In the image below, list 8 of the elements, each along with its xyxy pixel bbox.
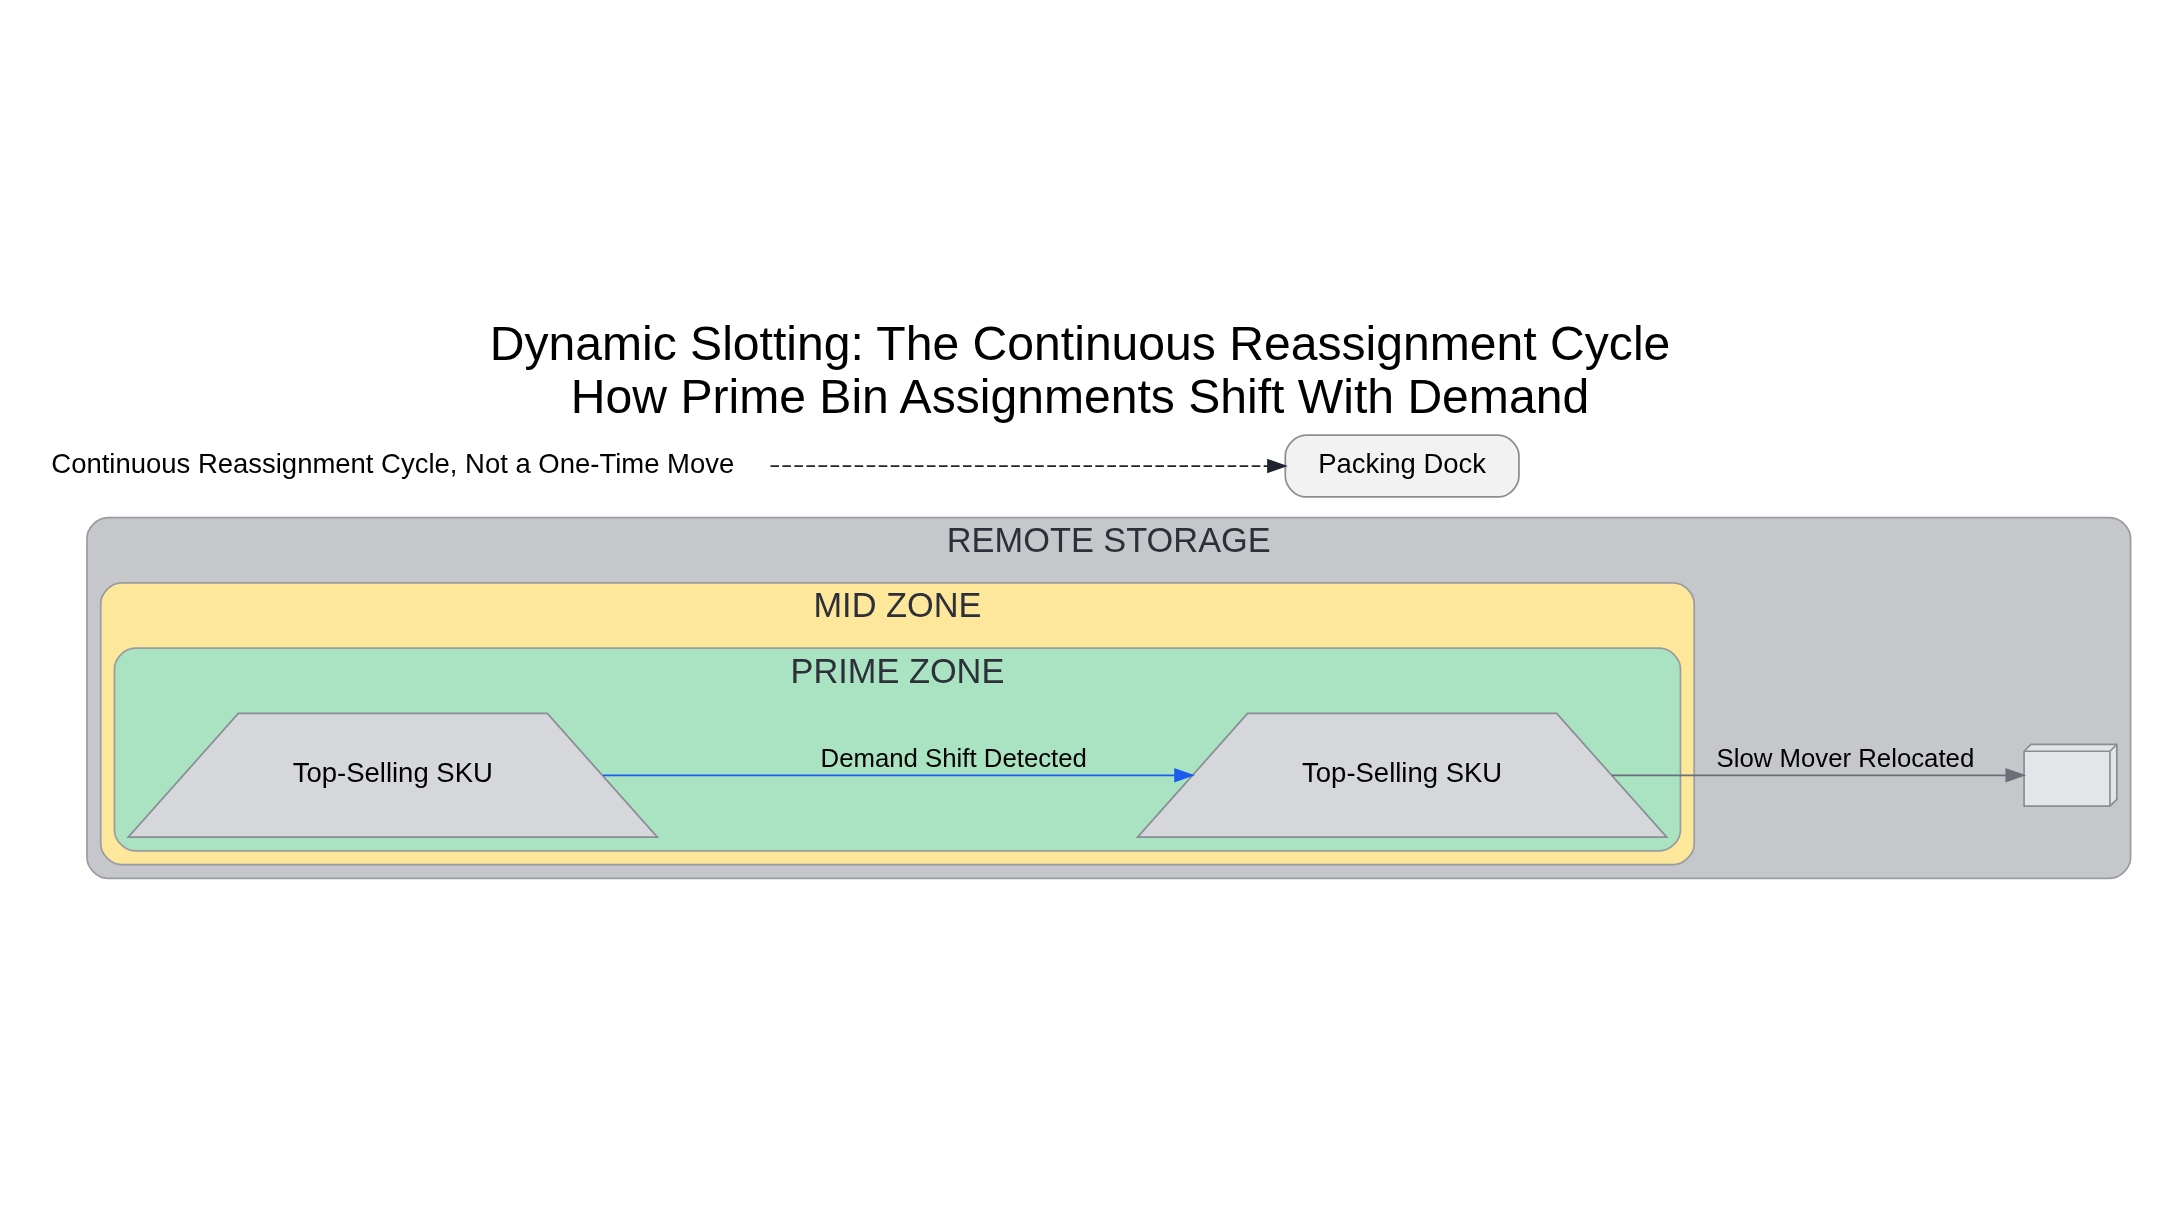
edge-label: Slow Mover Relocated	[1716, 743, 1975, 772]
arrow	[769, 458, 1288, 473]
node-text: Continuous Reassignment Cycle, Not a One-Time Move	[51, 447, 735, 479]
arrow	[1611, 767, 2027, 783]
arrow	[602, 767, 1195, 783]
node-box: Packing Dock	[1284, 433, 1520, 498]
diagram-title: Dynamic Slotting: The Continuous Reassignment Cycle	[489, 315, 1671, 370]
edge-label: Demand Shift Detected	[820, 743, 1087, 772]
